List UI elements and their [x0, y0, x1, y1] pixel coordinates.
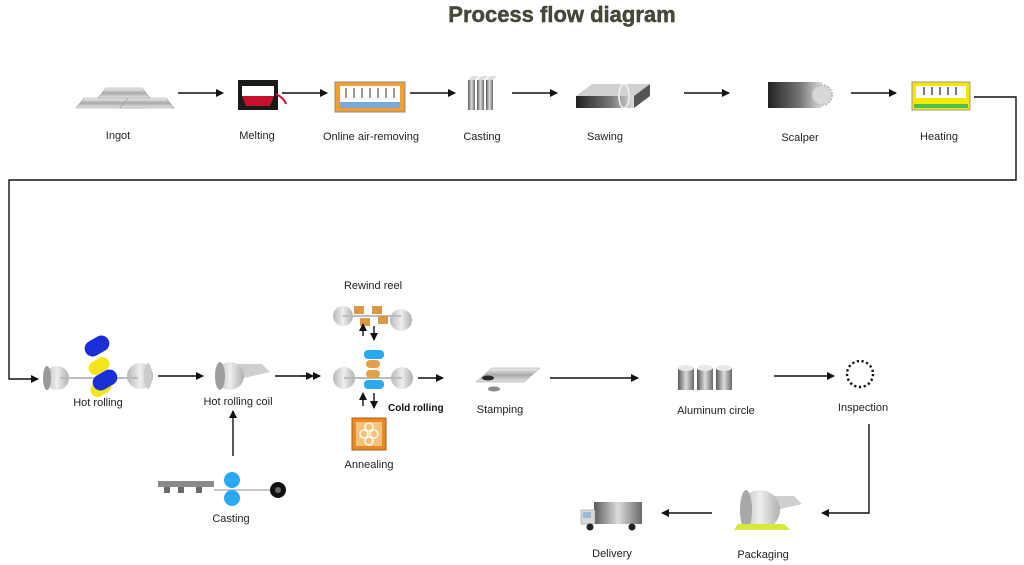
label-melting: Melting: [239, 130, 274, 142]
label-rewind-reel: Rewind reel: [344, 280, 402, 292]
delivery-truck-icon: [580, 502, 642, 531]
arrow-heating-hot-rolling: [8, 96, 1017, 383]
scalper-icon: [768, 82, 833, 108]
hot-rolling-coil-icon: [215, 362, 270, 390]
hot-rolling-mill-icon: [43, 335, 153, 397]
label-online-air-removing: Online air-removing: [323, 131, 419, 143]
label-heating: Heating: [920, 131, 958, 143]
continuous-caster-icon: [158, 472, 286, 506]
casting-slabs-icon: [468, 76, 497, 110]
label-aluminum-circle: Aluminum circle: [677, 405, 755, 417]
label-annealing: Annealing: [345, 459, 394, 471]
aluminum-circle-icon: [678, 365, 732, 390]
label-hot-rolling-coil: Hot rolling coil: [203, 396, 272, 408]
air-removing-unit-icon: [334, 81, 406, 113]
label-ingot: Ingot: [106, 130, 130, 142]
page-title: Process flow diagram: [448, 2, 675, 27]
label-cold-rolling: Cold rolling: [388, 403, 444, 414]
label-packaging: Packaging: [737, 549, 788, 561]
sawing-icon: [576, 83, 650, 109]
stamping-icon: [475, 367, 541, 392]
label-stamping: Stamping: [477, 404, 523, 416]
rewind-reel-icon: [333, 306, 412, 331]
label-casting-bottom: Casting: [212, 513, 249, 525]
ingot-icon: [75, 87, 175, 109]
melting-furnace-icon: [238, 80, 287, 110]
annealing-furnace-icon: [351, 417, 387, 451]
packaging-icon: [734, 490, 802, 530]
label-casting-top: Casting: [463, 131, 500, 143]
label-inspection: Inspection: [838, 402, 888, 414]
label-delivery: Delivery: [592, 548, 632, 560]
cold-rolling-mill-icon: [333, 350, 413, 389]
arrow-inspection-packaging: [821, 424, 870, 517]
heating-furnace-icon: [911, 81, 971, 111]
label-hot-rolling: Hot rolling: [73, 397, 123, 409]
inspection-icon: [845, 359, 875, 389]
label-sawing: Sawing: [587, 131, 623, 143]
label-scalper: Scalper: [781, 132, 819, 144]
